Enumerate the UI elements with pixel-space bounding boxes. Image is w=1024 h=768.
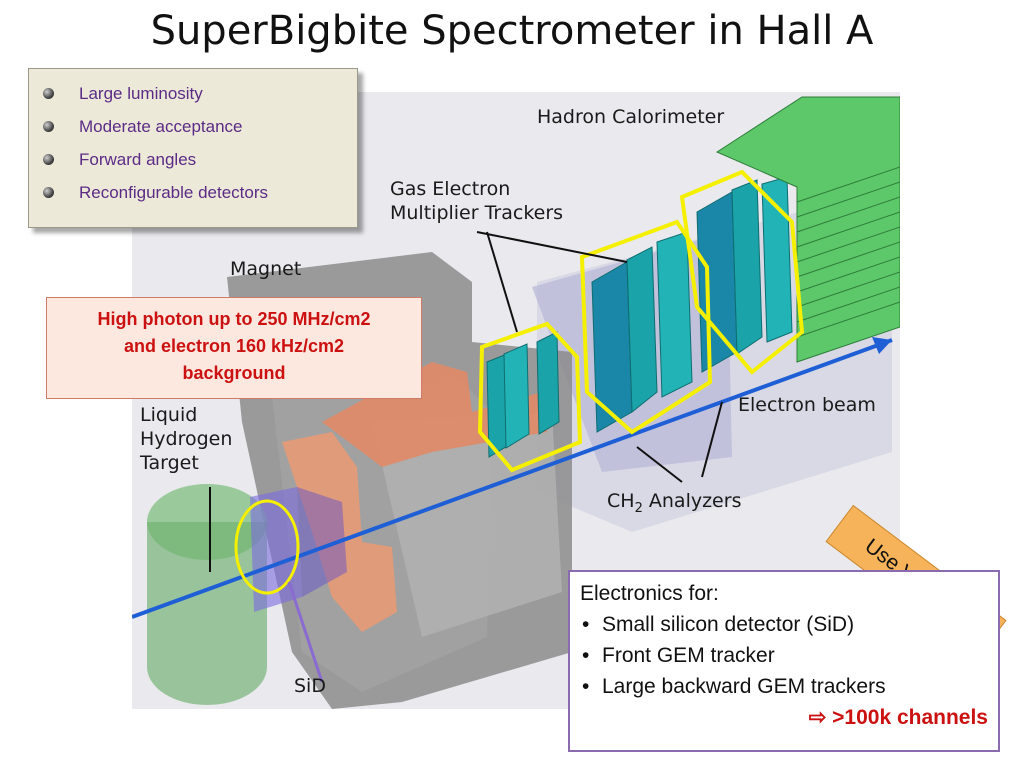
sid-label: SiD	[294, 675, 326, 697]
front-gem-highlight	[477, 321, 583, 473]
electronics-item-text: Large backward GEM trackers	[602, 675, 886, 698]
back-gem-2	[731, 179, 763, 355]
warning-line: and electron 160 kHz/cm2	[123, 336, 345, 356]
bullet-icon	[43, 121, 54, 132]
bullet-icon: •	[582, 613, 590, 636]
front-gem-3	[536, 331, 560, 435]
back-gem-highlight	[679, 169, 805, 375]
feature-text: Forward angles	[79, 150, 197, 169]
spectrometer-diagram: Hadron Calorimeter Gas Electron Multipli…	[132, 92, 900, 709]
magnet-label: Magnet	[230, 258, 302, 280]
bullet-icon: •	[582, 644, 590, 667]
sid-pointer	[287, 581, 324, 683]
back-gem-3	[761, 176, 793, 343]
electronics-heading: Electronics for:	[580, 582, 719, 605]
electronics-box: Electronics for: • Small silicon detector…	[568, 570, 1000, 752]
middle-gem-2	[626, 246, 658, 414]
bullet-icon	[43, 88, 54, 99]
arrow-icon: ⇨	[808, 706, 827, 729]
electronics-item: • Front GEM tracker	[580, 640, 988, 671]
electron-beam-label: Electron beam	[738, 394, 876, 416]
features-list: Large luminosity Moderate acceptance For…	[41, 77, 357, 209]
electronics-item: • Large backward GEM trackers	[580, 671, 988, 702]
beam-arrowhead	[872, 337, 892, 354]
ch2-prefix: CH	[607, 490, 635, 512]
feature-text: Moderate acceptance	[79, 117, 243, 136]
feature-text: Reconfigurable detectors	[79, 183, 269, 202]
channel-count-text: >100k channels	[832, 706, 988, 729]
slide-title: SuperBigbite Spectrometer in Hall A	[150, 8, 874, 54]
feature-text: Large luminosity	[79, 84, 203, 103]
target-label-line3: Target	[140, 452, 199, 474]
feature-item: Moderate acceptance	[41, 110, 357, 143]
hadron-calorimeter-block	[715, 96, 900, 363]
hadron-calorimeter-label: Hadron Calorimeter	[537, 106, 725, 128]
bullet-icon: •	[582, 675, 590, 698]
calorimeter-layers	[796, 166, 900, 338]
gem-trackers-label-line1: Gas Electron	[390, 178, 511, 200]
middle-gem-3	[656, 231, 693, 398]
sid-highlight	[234, 499, 300, 595]
electronics-item: • Small silicon detector (SiD)	[580, 609, 988, 640]
front-gem-2	[503, 343, 530, 449]
bullet-icon	[43, 187, 54, 198]
channel-count: ⇨ >100k channels	[580, 702, 988, 733]
warning-line: background	[182, 363, 286, 383]
feature-item: Forward angles	[41, 143, 357, 176]
ch2-subscript: 2	[634, 500, 643, 516]
features-box: Large luminosity Moderate acceptance For…	[28, 68, 358, 228]
electron-beam-line	[132, 338, 893, 619]
middle-gem-highlight	[579, 219, 713, 435]
electronics-item-text: Front GEM tracker	[602, 644, 775, 667]
ch2-analyzers-label: CH2 Analyzers	[607, 490, 741, 520]
magnet-coil-front	[282, 432, 397, 632]
feature-item: Reconfigurable detectors	[41, 176, 357, 209]
warning-line: High photon up to 250 MHz/cm2	[97, 309, 371, 329]
electronics-item-text: Small silicon detector (SiD)	[602, 613, 855, 636]
detector-drawing	[132, 96, 900, 709]
gem-trackers-label-line2: Multiplier Trackers	[390, 202, 564, 224]
feature-item: Large luminosity	[41, 77, 357, 110]
middle-gem-1	[591, 261, 633, 433]
target-label-line2: Hydrogen	[140, 428, 233, 450]
acceptance-wedge	[297, 487, 347, 597]
target-cylinder-body	[147, 522, 267, 705]
bullet-icon	[43, 154, 54, 165]
background-rate-warning: High photon up to 250 MHz/cm2 and electr…	[46, 297, 422, 399]
label-arrows	[209, 231, 723, 572]
target-label-line1: Liquid	[140, 404, 198, 426]
ch2-suffix: Analyzers	[642, 490, 742, 512]
